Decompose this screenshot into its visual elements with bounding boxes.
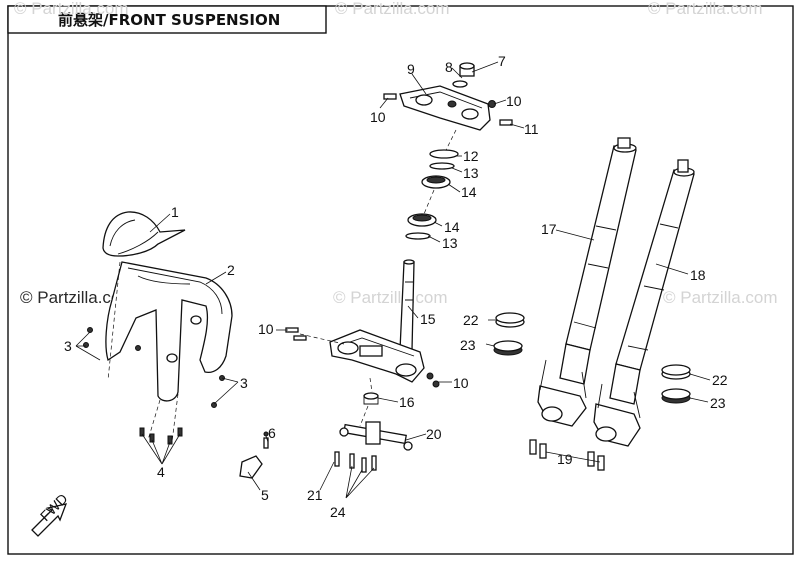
part-20-rod	[339, 421, 413, 451]
part-seals-right	[661, 364, 691, 404]
part-top-clamp	[383, 62, 513, 131]
callout-3: 3	[64, 338, 72, 354]
part-5-bracket	[239, 431, 269, 479]
watermark-main: © Partzilla.com	[20, 288, 135, 307]
callout-2: 2	[227, 262, 235, 278]
watermark: © Partzilla.com	[663, 288, 778, 307]
part-bolts-21-24	[334, 451, 377, 473]
part-front-cowl	[105, 261, 233, 402]
title-box	[7, 5, 327, 34]
callout-17: 17	[541, 221, 557, 237]
watermark: © Partzilla.com	[14, 0, 129, 18]
diagram-title: 前悬架/FRONT SUSPENSION	[58, 11, 280, 29]
watermark: © Partzilla.com	[333, 288, 448, 307]
callout-5: 5	[261, 487, 269, 503]
fwd-arrow-icon: FWD	[31, 490, 71, 537]
callout-7: 7	[498, 53, 506, 69]
callout-12: 12	[463, 148, 479, 164]
leader-dash	[423, 189, 435, 215]
callout-22: 22	[712, 372, 728, 388]
callout-13: 13	[442, 235, 458, 251]
part-lower-clamp	[329, 259, 425, 383]
leader-dash	[171, 393, 179, 443]
part-17-fork-left	[529, 137, 637, 459]
callout-18: 18	[690, 267, 706, 283]
callout-1: 1	[171, 204, 179, 220]
watermark: © Partzilla.com	[335, 0, 450, 18]
callout-13: 13	[463, 165, 479, 181]
part-bearing-lower	[405, 213, 437, 240]
part-16	[363, 392, 379, 405]
part-headlight-cover	[102, 211, 186, 257]
leader-dash	[359, 405, 369, 427]
part-18-fork-right	[587, 159, 695, 471]
callout-23: 23	[710, 395, 726, 411]
leader-dash	[369, 377, 373, 393]
callout-24: 24	[330, 504, 346, 520]
callout-10: 10	[370, 109, 386, 125]
callout-8: 8	[445, 59, 453, 75]
callout-14: 14	[444, 219, 460, 235]
callout-10: 10	[453, 375, 469, 391]
part-bearing-upper	[421, 149, 459, 189]
diagram-border	[7, 5, 794, 555]
leader-lines	[75, 61, 711, 499]
callout-14: 14	[461, 184, 477, 200]
callout-21: 21	[307, 487, 323, 503]
callout-6: 6	[268, 425, 276, 441]
callout-23: 23	[460, 337, 476, 353]
callout-4: 4	[157, 464, 165, 480]
callout-19: 19	[557, 451, 573, 467]
callout-10: 10	[506, 93, 522, 109]
callout-9: 9	[407, 61, 415, 77]
leader-dash	[444, 129, 457, 153]
callout-10: 10	[258, 321, 274, 337]
part-seals-left	[493, 312, 525, 356]
callout-11: 11	[524, 121, 539, 137]
callout-20: 20	[426, 426, 442, 442]
callout-15: 15	[420, 311, 436, 327]
callout-22: 22	[463, 312, 479, 328]
leader-dash	[299, 333, 345, 345]
watermark: © Partzilla.com	[648, 0, 763, 18]
part-bolts-clamp	[285, 327, 440, 388]
callout-3: 3	[240, 375, 248, 391]
leader-dash	[107, 261, 121, 381]
callout-16: 16	[399, 394, 415, 410]
